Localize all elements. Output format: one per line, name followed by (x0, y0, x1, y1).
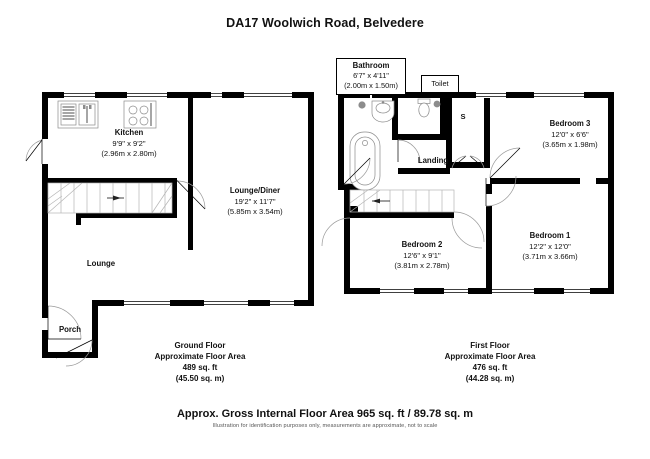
gross-internal-area: Approx. Gross Internal Floor Area 965 sq… (176, 408, 474, 420)
kitchen-hob (123, 100, 157, 129)
room-dim-metric-bathroom: (2.00m x 1.50m) (344, 81, 398, 90)
room-label-bathroom: Bathroom 6'7" x 4'11" (2.00m x 1.50m) (336, 58, 406, 95)
disclaimer-text: Illustration for identification purposes… (212, 423, 438, 429)
room-name-bathroom: Bathroom (352, 61, 390, 70)
first-floor-sqm: (44.28 sq. m) (465, 374, 515, 383)
toilet-wc-fixture (417, 98, 431, 118)
ground-floor-caption: Ground Floor Approximate Floor Area 489 … (100, 340, 300, 384)
first-floor-sqft: 476 sq. ft (472, 363, 508, 372)
first-floor-area-label: Approximate Floor Area (444, 352, 536, 361)
first-floor-doors (321, 139, 521, 249)
ground-floor-sqm: (45.50 sq. m) (175, 374, 225, 383)
room-label-toilet: Toilet (421, 75, 459, 93)
storage-marker: S (460, 112, 466, 121)
ground-floor-doors (25, 139, 206, 367)
first-floor-staircase (349, 189, 455, 213)
ground-floor-walls (42, 92, 314, 358)
room-label-lounge: Lounge (86, 259, 116, 268)
first-floor-walls (338, 92, 614, 294)
ground-floor-area-label: Approximate Floor Area (154, 352, 246, 361)
room-label-porch: Porch (58, 325, 82, 334)
first-floor-name: First Floor (470, 341, 510, 350)
ground-floor-sqft: 489 sq. ft (182, 363, 218, 372)
bathroom-fitting-dot (358, 101, 366, 109)
toilet-basin-dot (433, 100, 441, 108)
room-label-landing: Landing (417, 156, 449, 165)
bathroom-basin-fixture (371, 100, 395, 123)
ground-floor-staircase (47, 182, 173, 214)
room-dim-imperial-bathroom: 6'7" x 4'11" (353, 71, 389, 80)
kitchen-sink-unit (57, 100, 99, 129)
page-title: DA17 Woolwich Road, Belvedere (226, 16, 424, 30)
first-floor-caption: First Floor Approximate Floor Area 476 s… (390, 340, 590, 384)
ground-floor-name: Ground Floor (174, 341, 226, 350)
